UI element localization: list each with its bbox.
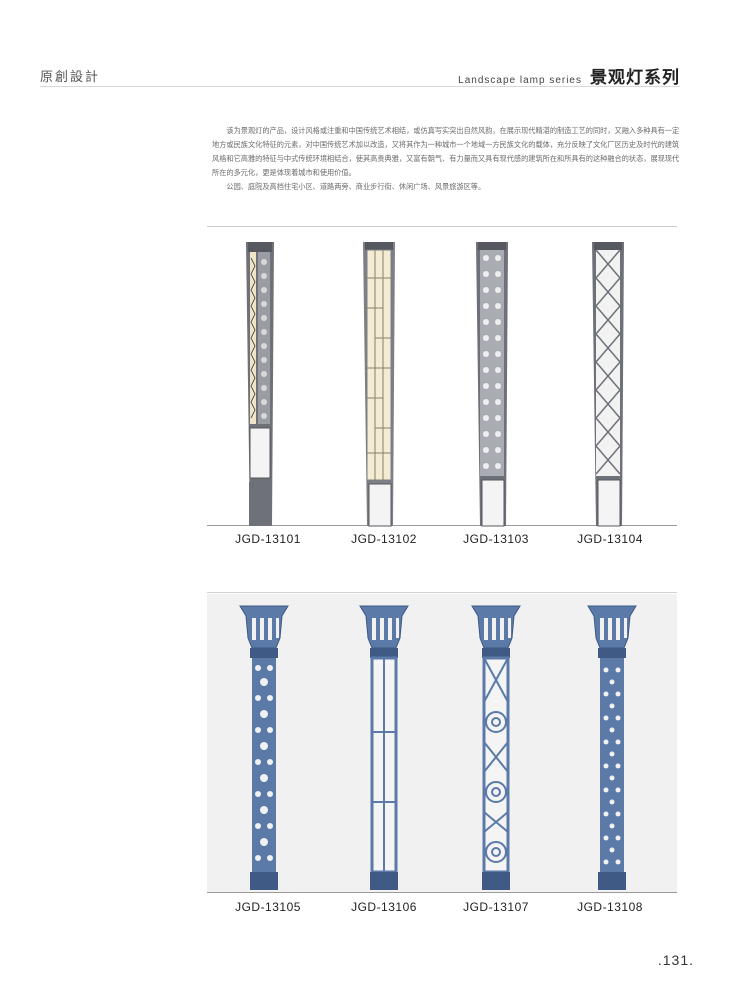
lamp-illustration-13101: [246, 242, 274, 526]
lamp-illustration-13108: [587, 605, 637, 890]
model-label: JGD-13107: [463, 900, 529, 914]
page-number: .131.: [657, 952, 694, 968]
lamp-illustration-13103: [476, 242, 508, 527]
row2-top-rule: [207, 592, 677, 593]
row1-top-rule: [207, 226, 677, 227]
brand-title: 原創設計: [40, 70, 101, 85]
intro-paragraph-2: 公园、庭院及高档住宅小区、道路两旁、商业步行街、休闲广场、风景旅游区等。: [226, 182, 486, 191]
intro-paragraph-1: 该为景观灯的产品，设计风格或注重和中国传统艺术相结，或仿真写实突出自然风韵，在展…: [212, 126, 680, 177]
series-title-english: Landscape lamp series: [458, 75, 582, 86]
lamp-illustration-13102: [363, 242, 395, 527]
lamp-illustration-13104: [592, 242, 624, 527]
lamp-illustration-13106: [359, 605, 409, 890]
lamp-illustration-13105: [239, 605, 289, 890]
lamp-illustration-13107: [471, 605, 521, 890]
intro-text: 该为景观灯的产品，设计风格或注重和中国传统艺术相结，或仿真写实突出自然风韵，在展…: [212, 124, 682, 194]
model-label: JGD-13106: [351, 900, 417, 914]
header-rule: [40, 86, 680, 87]
model-label: JGD-13105: [235, 900, 301, 914]
series-title-chinese: 景观灯系列: [590, 68, 680, 88]
model-label: JGD-13101: [235, 532, 301, 546]
model-label: JGD-13102: [351, 532, 417, 546]
series-heading: Landscape lamp series 景观灯系列: [458, 63, 680, 88]
model-label: JGD-13103: [463, 532, 529, 546]
model-label: JGD-13108: [577, 900, 643, 914]
row1-bottom-rule: [207, 525, 677, 526]
model-label: JGD-13104: [577, 532, 643, 546]
row2-bottom-rule: [207, 892, 677, 893]
